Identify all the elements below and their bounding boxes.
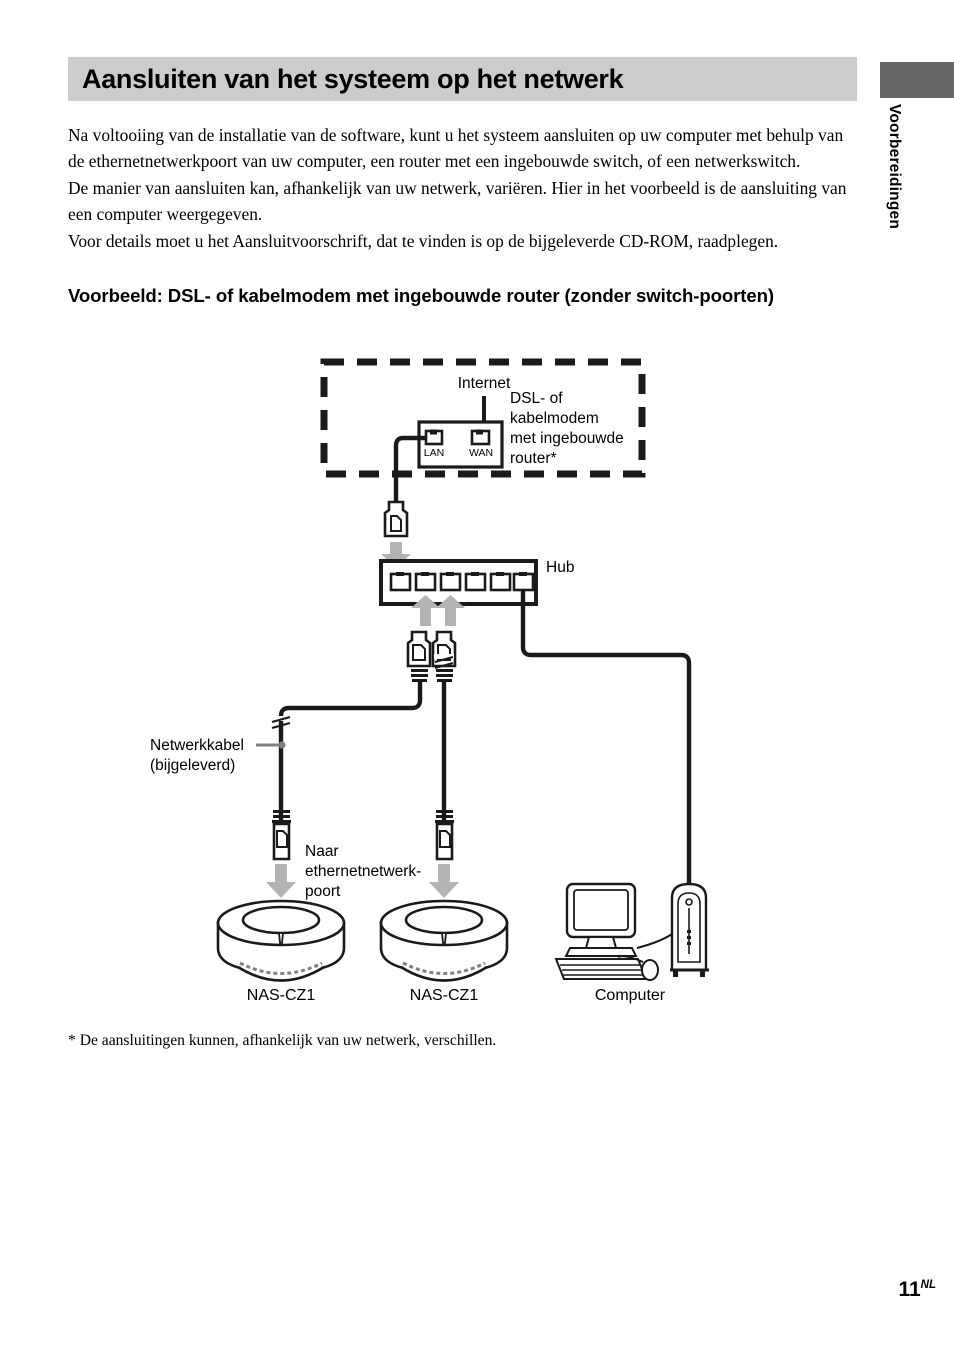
intro-paragraph-2: De manier van aansluiten kan, afhankelij… bbox=[68, 177, 847, 225]
cable-caption-line-1: Netwerkkabel bbox=[150, 737, 244, 754]
hub-label: Hub bbox=[546, 559, 574, 576]
lan-port-icon bbox=[424, 429, 444, 446]
hub-ports bbox=[389, 572, 535, 592]
device-right-label: NAS-CZ1 bbox=[410, 987, 479, 1004]
page-number-suffix: NL bbox=[920, 1279, 936, 1291]
page-number-value: 11 bbox=[898, 1278, 921, 1301]
port-caption-line-3: poort bbox=[305, 883, 341, 900]
keyboard-icon bbox=[554, 958, 648, 980]
rj45-plug-to-hub bbox=[383, 500, 409, 538]
computer-label: Computer bbox=[595, 987, 666, 1004]
intro-text: Na voltooiing van de installatie van de … bbox=[68, 122, 862, 254]
cable-caption: Netwerkkabel (bijgeleverd) bbox=[150, 737, 286, 774]
rj45-plug-left-down bbox=[272, 810, 291, 861]
modem-to-hub-cable bbox=[393, 435, 426, 502]
hub-port-3 bbox=[439, 572, 462, 592]
title-bar bbox=[68, 57, 857, 101]
cable-break-mark-left bbox=[271, 715, 291, 730]
lan-port-label: LAN bbox=[424, 447, 444, 459]
hub-port-4 bbox=[464, 572, 487, 592]
intro-paragraph-1: Na voltooiing van de installatie van de … bbox=[68, 125, 844, 172]
hub-insert-arrow-left bbox=[411, 595, 440, 626]
device-right-insert-arrow bbox=[429, 864, 459, 898]
device-right-illustration bbox=[379, 899, 509, 982]
mouse-icon bbox=[617, 955, 659, 981]
cable-caption-line-2: (bijgeleverd) bbox=[150, 757, 235, 774]
side-tab-label: Voorbereidingen bbox=[886, 104, 903, 230]
rj45-plug-left-up bbox=[406, 630, 432, 682]
tower-icon bbox=[670, 882, 709, 977]
page-number: 11NL bbox=[700, 1278, 936, 1302]
device-left-illustration bbox=[216, 899, 346, 982]
hub-port-1 bbox=[389, 572, 412, 592]
hub-port-6 bbox=[512, 572, 535, 592]
device-left-label: NAS-CZ1 bbox=[247, 987, 316, 1004]
modem-caption-line-4: router* bbox=[510, 450, 557, 467]
hub-insert-arrow-right bbox=[436, 595, 465, 626]
cable-break-mark-right bbox=[434, 654, 454, 670]
hub-port-5 bbox=[489, 572, 512, 592]
hub-port-2 bbox=[414, 572, 437, 592]
port-caption-line-2: ethernetnetwerk- bbox=[305, 863, 421, 880]
subheading: Voorbeeld: DSL- of kabelmodem met ingebo… bbox=[68, 285, 774, 306]
modem-caption-line-3: met ingebouwde bbox=[510, 430, 624, 447]
intro-paragraph-3: Voor details moet u het Aansluitvoorschr… bbox=[68, 230, 779, 251]
internet-label: Internet bbox=[458, 375, 511, 392]
cable-computer bbox=[520, 590, 692, 890]
footnote: * De aansluitingen kunnen, afhankelijk v… bbox=[68, 1032, 497, 1049]
cable-left-device bbox=[278, 682, 423, 840]
rj45-plug-right-down bbox=[435, 810, 454, 861]
device-left-insert-arrow bbox=[266, 864, 296, 898]
side-tab-block bbox=[880, 62, 954, 98]
page-title: Aansluiten van het systeem op het netwer… bbox=[82, 63, 624, 94]
computer-illustration bbox=[554, 882, 709, 981]
modem-caption-line-2: kabelmodem bbox=[510, 410, 599, 427]
port-caption-line-1: Naar bbox=[305, 843, 339, 860]
modem-caption: DSL- of kabelmodem met ingebouwde router… bbox=[510, 390, 624, 467]
ethernet-port-caption: Naar ethernetnetwerk- poort bbox=[305, 843, 421, 900]
isp-dashed-boundary bbox=[320, 358, 646, 478]
cable-caption-leader-dot bbox=[278, 741, 286, 749]
network-diagram: Internet LAN WAN DSL- of kabelmodem met … bbox=[0, 350, 954, 1010]
modem-caption-line-1: DSL- of bbox=[510, 390, 563, 407]
wan-port-label: WAN bbox=[469, 447, 493, 459]
wan-port-icon bbox=[470, 429, 491, 446]
